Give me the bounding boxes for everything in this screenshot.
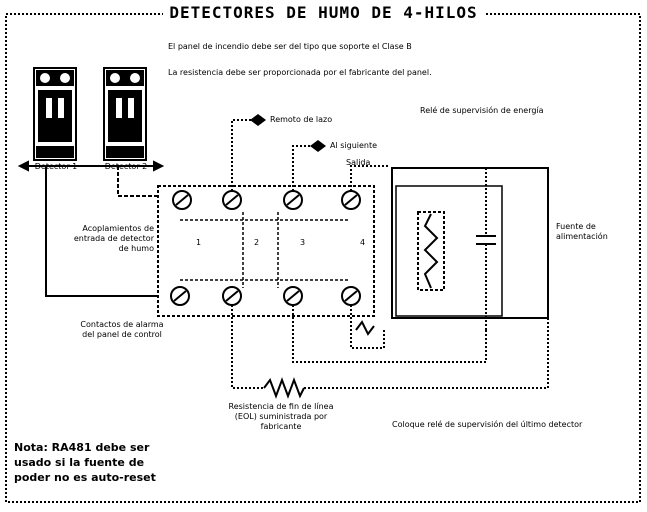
diagram-title: DETECTORES DE HUMO DE 4-HILOS — [0, 3, 647, 22]
top-note-1: El panel de incendio debe ser del tipo q… — [168, 42, 412, 51]
bottom-wiring — [231, 168, 549, 389]
to-next-label: Al siguiente — [330, 141, 378, 150]
top-note-2: La resistencia debe ser proporcionada po… — [168, 68, 432, 77]
top-leads — [231, 119, 389, 191]
power-supply-label: Fuente de alimentación — [556, 222, 608, 241]
terminal-block — [157, 185, 375, 317]
eol-resistor-label: Resistencia de fin de línea (EOL) sumini… — [228, 402, 334, 431]
terminal-label-3: 3 — [300, 238, 306, 247]
supervision-label: Relé de supervisión de energía — [420, 106, 544, 115]
alarm-init-label: Acoplamientos de entrada de detector de … — [73, 224, 154, 253]
terminal-label-1: 1 — [196, 238, 202, 247]
bottom-note: Coloque relé de supervisión del último d… — [392, 420, 583, 429]
relay-coil — [417, 211, 445, 291]
eol-resistor — [263, 377, 305, 399]
capacitor — [476, 168, 496, 330]
detector-2 — [103, 67, 147, 161]
detector-1-label: Detector 1 — [34, 162, 78, 171]
remote-test-label: Remoto de lazo — [270, 115, 333, 124]
terminal-label-2: 2 — [254, 238, 260, 247]
detector-1 — [33, 67, 77, 161]
detector-bus — [17, 160, 165, 297]
lead-arrows — [250, 114, 326, 152]
note-box: Nota: RA481 debe ser usado si la fuente … — [14, 441, 156, 484]
loop-out-label: Salida — [346, 158, 371, 167]
panel-contacts-label: Contactos de alarma del panel de control — [80, 320, 164, 339]
terminal-label-4: 4 — [360, 238, 366, 247]
detector-2-label: Detector 2 — [104, 162, 148, 171]
internal-wiring — [180, 212, 350, 288]
relay-frame — [395, 185, 503, 317]
